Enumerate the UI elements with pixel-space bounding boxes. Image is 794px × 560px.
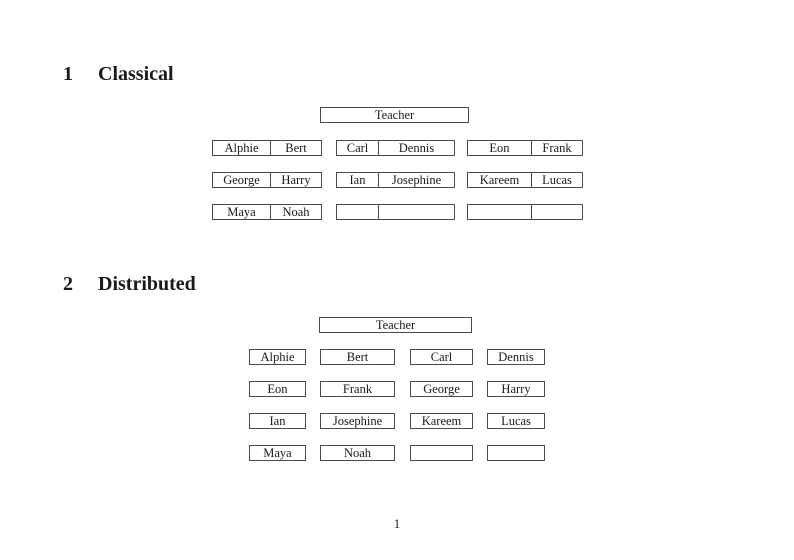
seat-name: Bert <box>285 141 307 155</box>
teacher-box-distributed: Teacher <box>319 317 472 333</box>
teacher-box-classical: Teacher <box>320 107 469 123</box>
seat-name: Eon <box>267 382 288 396</box>
seat-name: Frank <box>342 382 373 396</box>
seat-box: Ian <box>249 413 306 429</box>
desk-empty <box>467 204 583 220</box>
seat-name: Alphie <box>260 350 295 364</box>
seat-empty <box>337 205 379 219</box>
desk: Eon Frank <box>467 140 583 156</box>
seat-box: Josephine <box>320 413 395 429</box>
seat-name: Eon <box>468 141 532 155</box>
seat-name: Alphie <box>213 141 271 155</box>
page-number: 1 <box>393 516 401 531</box>
seat-name: Lucas <box>501 414 531 428</box>
seat-name: Noah <box>282 205 310 219</box>
seat-empty <box>468 205 532 219</box>
seat-name: Frank <box>542 141 572 155</box>
section-title: Classical <box>98 63 174 85</box>
seat-name: Dennis <box>398 141 435 155</box>
seat-box-empty <box>410 445 473 461</box>
seat-box: Maya <box>249 445 306 461</box>
seat-name: George <box>213 173 271 187</box>
seat-name: Dennis <box>498 350 534 364</box>
seat-name: Maya <box>213 205 271 219</box>
seat-box: Alphie <box>249 349 306 365</box>
teacher-label: Teacher <box>375 318 416 332</box>
seat-name: Josephine <box>391 173 442 187</box>
seat-name: Bert <box>346 350 369 364</box>
seat-box: Carl <box>410 349 473 365</box>
seat-name: Carl <box>430 350 453 364</box>
seat-box: Frank <box>320 381 395 397</box>
section-heading-distributed: 2 Distributed <box>63 272 196 296</box>
seat-name: Ian <box>269 414 286 428</box>
seat-name: Harry <box>501 382 531 396</box>
desk: Maya Noah <box>212 204 322 220</box>
seat-box: Bert <box>320 349 395 365</box>
section-heading-classical: 1 Classical <box>63 62 174 86</box>
seat-box: Noah <box>320 445 395 461</box>
section-number: 2 <box>63 273 73 295</box>
section-number: 1 <box>63 63 73 85</box>
section-title: Distributed <box>98 273 196 295</box>
seat-name: Ian <box>337 173 379 187</box>
seat-name: Noah <box>343 446 372 460</box>
seat-name: George <box>423 382 460 396</box>
seat-box: Lucas <box>487 413 545 429</box>
seat-name: Harry <box>281 173 311 187</box>
desk: Alphie Bert <box>212 140 322 156</box>
desk: Carl Dennis <box>336 140 455 156</box>
desk: Kareem Lucas <box>467 172 583 188</box>
seat-box: Eon <box>249 381 306 397</box>
seat-name: Josephine <box>332 414 383 428</box>
seat-name: Lucas <box>542 173 572 187</box>
seat-box: Harry <box>487 381 545 397</box>
desk: Ian Josephine <box>336 172 455 188</box>
desk-empty <box>336 204 455 220</box>
seat-box-empty <box>487 445 545 461</box>
seat-name: Carl <box>337 141 379 155</box>
seat-name: Kareem <box>468 173 532 187</box>
seat-box: Kareem <box>410 413 473 429</box>
seat-empty <box>411 446 472 460</box>
seat-name: Kareem <box>421 414 462 428</box>
teacher-label: Teacher <box>374 108 415 122</box>
seat-empty <box>488 446 544 460</box>
seat-empty <box>532 205 582 219</box>
seat-box: George <box>410 381 473 397</box>
seat-name: Maya <box>263 446 292 460</box>
desk: George Harry <box>212 172 322 188</box>
seat-empty <box>379 205 454 219</box>
seat-box: Dennis <box>487 349 545 365</box>
